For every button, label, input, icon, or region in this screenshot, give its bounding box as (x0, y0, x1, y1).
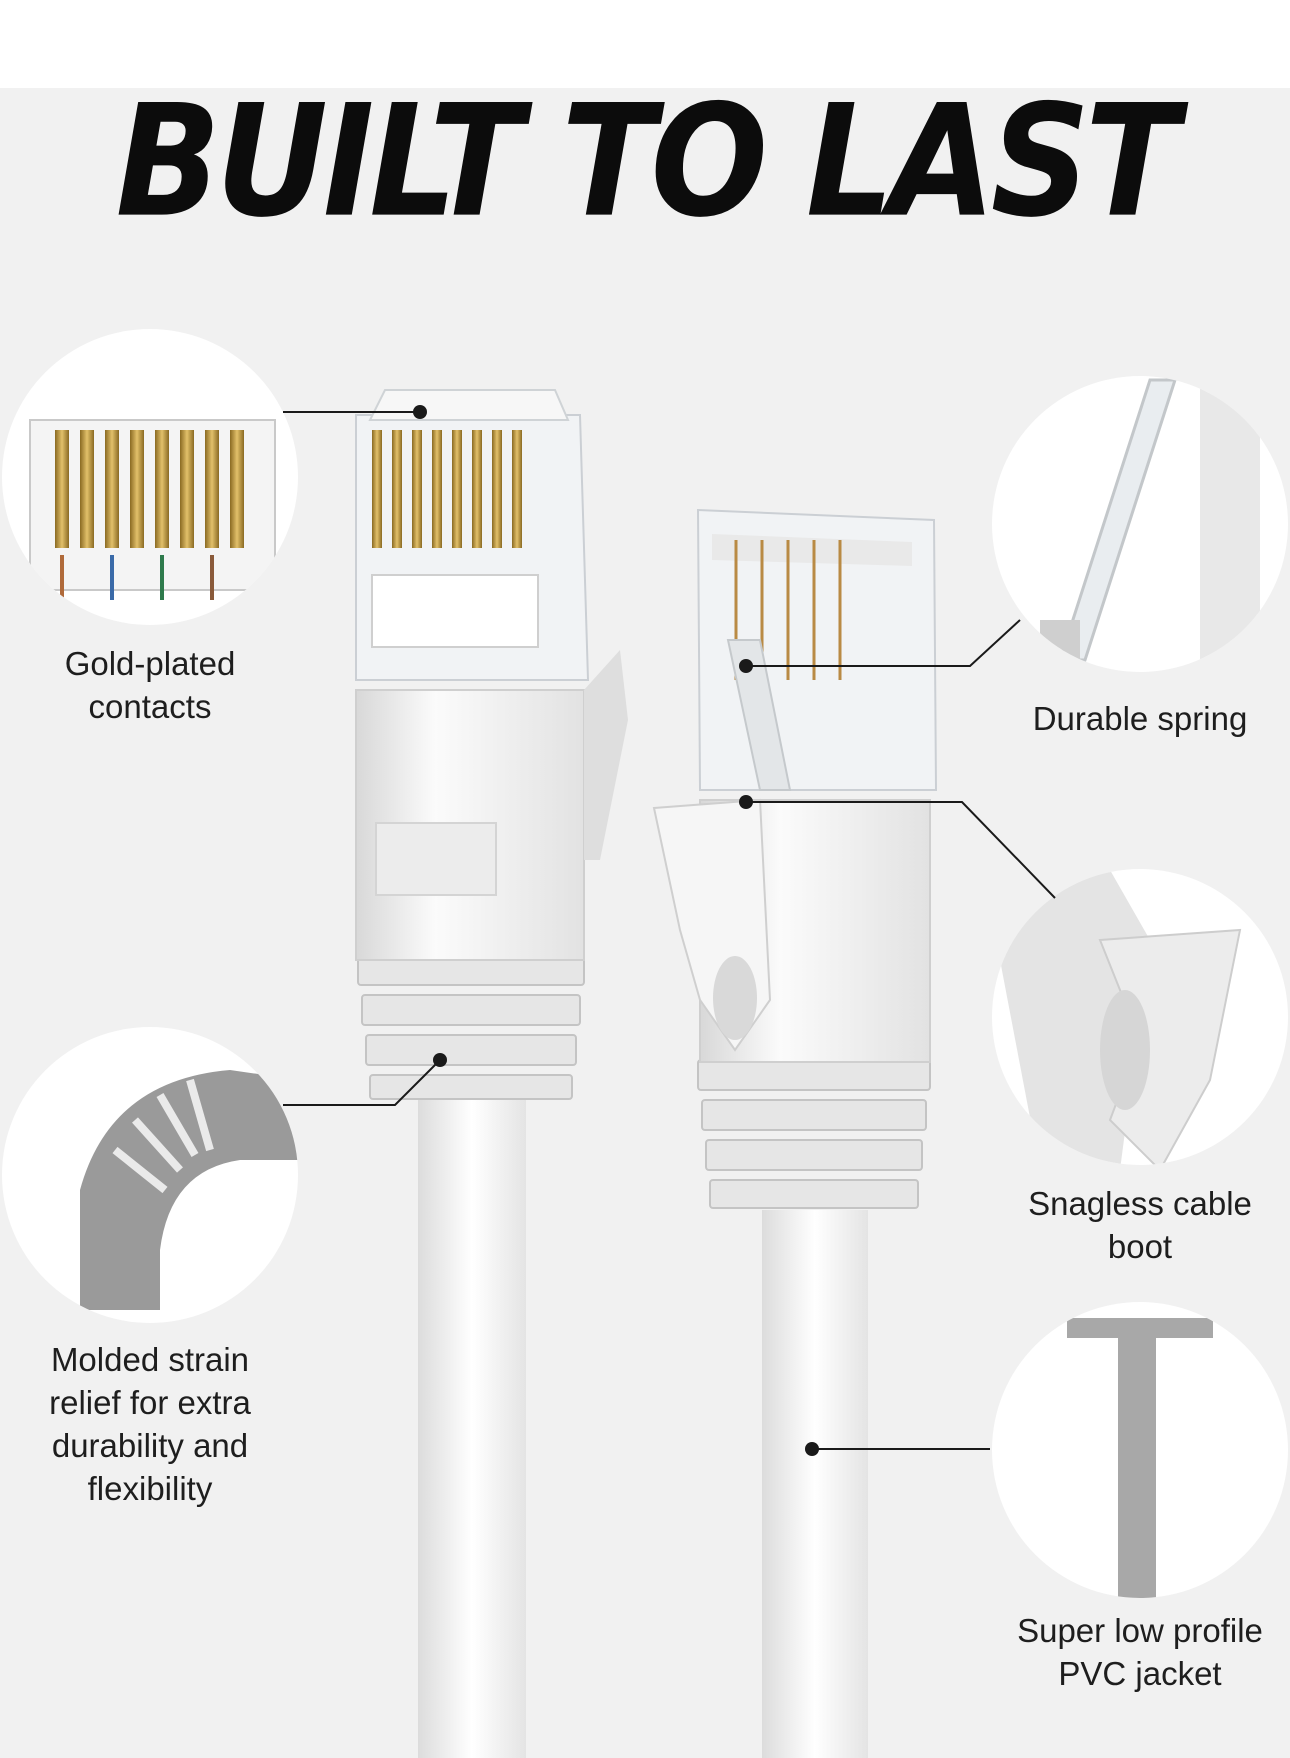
caption-gold-plated-contacts: Gold-plated contacts (64, 645, 236, 725)
gold-pins-left (372, 430, 522, 548)
detail-circle-pvc-jacket (992, 1302, 1288, 1598)
ethernet-connector-right (652, 508, 938, 1758)
strain-relief-ribs-left (357, 954, 585, 1100)
flat-cable-left (418, 1080, 526, 1758)
headline: BUILT TO LAST (115, 71, 1180, 252)
detail-circle-durable-spring (992, 376, 1288, 672)
caption-snagless-boot: Snagless cable boot (1028, 1185, 1252, 1265)
detail-circle-strain-relief (2, 1027, 298, 1323)
caption-molded-strain-relief: Molded strain relief for extra durabilit… (49, 1341, 251, 1507)
caption-durable-spring: Durable spring (1032, 700, 1248, 737)
durable-spring-latch (726, 639, 792, 791)
flat-cable-right (762, 1210, 868, 1758)
contacts-right (734, 540, 842, 680)
callout-lines (283, 411, 1056, 1450)
detail-circle-snagless-boot (992, 869, 1288, 1165)
callout-dots (413, 405, 819, 1456)
caption-pvc-jacket: Super low profile PVC jacket (1017, 1612, 1263, 1692)
detail-circle-gold-contacts (2, 329, 298, 625)
ethernet-connector-left (355, 389, 628, 1758)
strain-relief-ribs-right (697, 1059, 931, 1209)
